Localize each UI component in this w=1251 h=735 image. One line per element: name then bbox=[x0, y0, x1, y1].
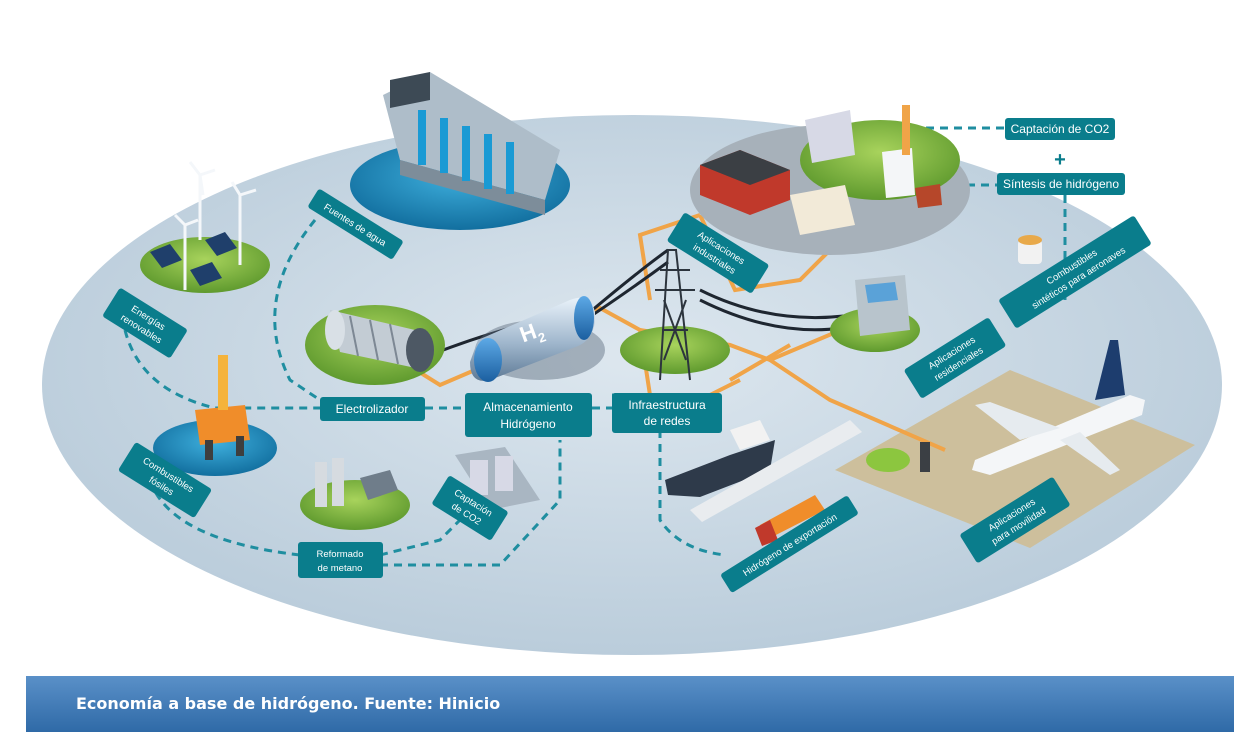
tanker-trucks bbox=[690, 420, 862, 546]
svg-text:de metano: de metano bbox=[318, 563, 363, 574]
svg-text:Captación de CO2: Captación de CO2 bbox=[1011, 122, 1110, 136]
residential-building bbox=[830, 275, 920, 352]
fuel-tank bbox=[1018, 235, 1042, 264]
label-captacion-co2-top: Captación de CO2 bbox=[1005, 118, 1115, 140]
oil-platform bbox=[153, 355, 277, 476]
label-infraestructura-redes: Infraestructura de redes bbox=[612, 393, 722, 433]
svg-text:Almacenamiento: Almacenamiento bbox=[483, 400, 573, 414]
renewables-island bbox=[140, 161, 270, 293]
svg-text:Hidrógeno: Hidrógeno bbox=[500, 417, 556, 431]
airplane bbox=[972, 340, 1145, 475]
plus-sign: + bbox=[1054, 149, 1066, 171]
svg-text:de redes: de redes bbox=[644, 414, 691, 428]
electric-car bbox=[866, 442, 930, 472]
co2-capture-unit-bottom bbox=[455, 447, 540, 510]
svg-text:Electrolizador: Electrolizador bbox=[336, 402, 409, 416]
label-reformado-metano: Reformado de metano bbox=[298, 542, 383, 578]
label-sintesis-hidrogeno: Síntesis de hidrógeno bbox=[997, 173, 1125, 195]
svg-text:Infraestructura: Infraestructura bbox=[628, 398, 706, 412]
label-electrolizador: Electrolizador bbox=[320, 397, 425, 421]
label-almacenamiento-hidrogeno: Almacenamiento Hidrógeno bbox=[465, 393, 592, 437]
svg-text:Reformado: Reformado bbox=[317, 549, 364, 560]
svg-text:Síntesis de hidrógeno: Síntesis de hidrógeno bbox=[1003, 177, 1119, 191]
transmission-tower bbox=[620, 249, 730, 381]
caption-bar: Economía a base de hidrógeno. Fuente: Hi… bbox=[26, 676, 1234, 732]
hydrogen-storage-tank: H2 bbox=[470, 296, 605, 382]
industrial-island bbox=[690, 105, 970, 255]
cargo-ship bbox=[665, 420, 775, 497]
electrolyzer-unit bbox=[305, 305, 445, 385]
refinery-plant bbox=[300, 458, 410, 530]
hydro-dam bbox=[350, 72, 570, 230]
caption-text: Economía a base de hidrógeno. Fuente: Hi… bbox=[76, 694, 501, 713]
